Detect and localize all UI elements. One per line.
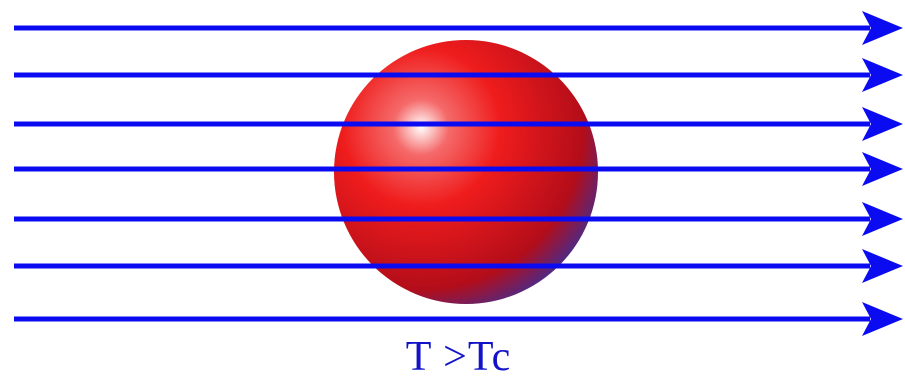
arrowhead-icon: [862, 11, 903, 45]
arrowhead-icon: [862, 58, 903, 92]
arrowhead-icon: [862, 202, 903, 236]
superconductor-sphere: [334, 40, 598, 304]
arrowhead-icon: [862, 152, 903, 186]
arrowhead-icon: [862, 302, 903, 336]
temperature-condition-label: T >Tc: [405, 334, 512, 380]
magnetic-field-lines: [14, 11, 903, 336]
arrowhead-icon: [862, 107, 903, 141]
arrowhead-icon: [862, 249, 903, 283]
